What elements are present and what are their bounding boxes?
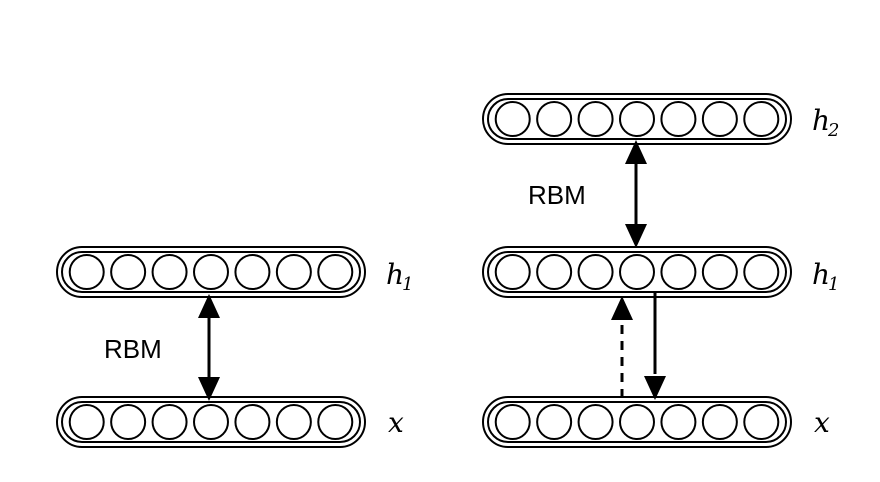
unit-node bbox=[151, 404, 188, 440]
unit-node bbox=[619, 254, 655, 290]
right-rbm-arrow bbox=[625, 140, 647, 248]
unit-node bbox=[660, 101, 697, 137]
left-x-label: x bbox=[388, 406, 404, 439]
unit-node bbox=[536, 101, 573, 137]
unit-node bbox=[234, 404, 271, 440]
layer-capsule-outer bbox=[482, 396, 792, 448]
left-h1-sub: 1 bbox=[402, 274, 413, 295]
unit-node bbox=[193, 254, 229, 290]
unit-node bbox=[743, 254, 780, 290]
unit-node bbox=[536, 254, 573, 290]
right-h2-sub: 2 bbox=[827, 120, 839, 141]
unit-node bbox=[317, 404, 354, 440]
unit-node bbox=[68, 254, 105, 290]
right-dashed-up-arrow bbox=[611, 296, 633, 398]
unit-node bbox=[193, 404, 229, 440]
unit-node bbox=[275, 254, 312, 290]
right-label-h2: h 2 bbox=[812, 104, 839, 141]
right-layer-h1 bbox=[482, 246, 792, 298]
unit-node bbox=[701, 254, 738, 290]
unit-node bbox=[494, 404, 531, 440]
unit-node bbox=[619, 404, 655, 440]
unit-node bbox=[68, 404, 105, 440]
right-label-h1: h 1 bbox=[812, 258, 839, 295]
unit-node bbox=[494, 101, 531, 137]
left-layer-h1 bbox=[56, 246, 366, 298]
layer-capsule-inner bbox=[61, 251, 361, 293]
unit-node bbox=[743, 101, 780, 137]
layer-capsule-inner bbox=[487, 401, 787, 443]
right-layer-h2 bbox=[482, 93, 792, 145]
left-h1-var: h bbox=[386, 258, 404, 291]
right-solid-down-arrow bbox=[644, 292, 666, 400]
unit-node bbox=[701, 101, 738, 137]
left-panel: RBM h 1 x bbox=[56, 246, 413, 448]
layer-capsule-inner bbox=[61, 401, 361, 443]
unit-node bbox=[536, 404, 573, 440]
layer-capsule-outer bbox=[482, 246, 792, 298]
right-layer-x bbox=[482, 396, 792, 448]
unit-node bbox=[110, 404, 147, 440]
right-h2-var: h bbox=[812, 104, 830, 137]
left-label-h1: h 1 bbox=[386, 258, 413, 295]
layer-capsule-outer bbox=[56, 396, 366, 448]
unit-node bbox=[317, 254, 354, 290]
right-x-label: x bbox=[814, 406, 830, 439]
unit-node bbox=[234, 254, 271, 290]
unit-node bbox=[577, 254, 614, 290]
layer-capsule-inner bbox=[487, 98, 787, 140]
unit-node bbox=[577, 101, 614, 137]
layer-capsule-inner bbox=[487, 251, 787, 293]
left-rbm-arrow bbox=[198, 294, 220, 401]
unit-node bbox=[494, 254, 531, 290]
unit-node bbox=[743, 404, 780, 440]
layer-capsule-outer bbox=[56, 246, 366, 298]
unit-node bbox=[275, 404, 312, 440]
unit-node bbox=[660, 404, 697, 440]
unit-node bbox=[660, 254, 697, 290]
unit-node bbox=[619, 101, 655, 137]
unit-node bbox=[151, 254, 188, 290]
right-h1-sub: 1 bbox=[828, 274, 839, 295]
left-layer-x bbox=[56, 396, 366, 448]
unit-node bbox=[110, 254, 147, 290]
right-panel: RBM h 2 h 1 x bbox=[482, 93, 839, 448]
left-rbm-label: RBM bbox=[104, 334, 162, 364]
unit-node bbox=[701, 404, 738, 440]
unit-node bbox=[577, 404, 614, 440]
right-h1-var: h bbox=[812, 258, 830, 291]
right-rbm-label: RBM bbox=[528, 180, 586, 210]
